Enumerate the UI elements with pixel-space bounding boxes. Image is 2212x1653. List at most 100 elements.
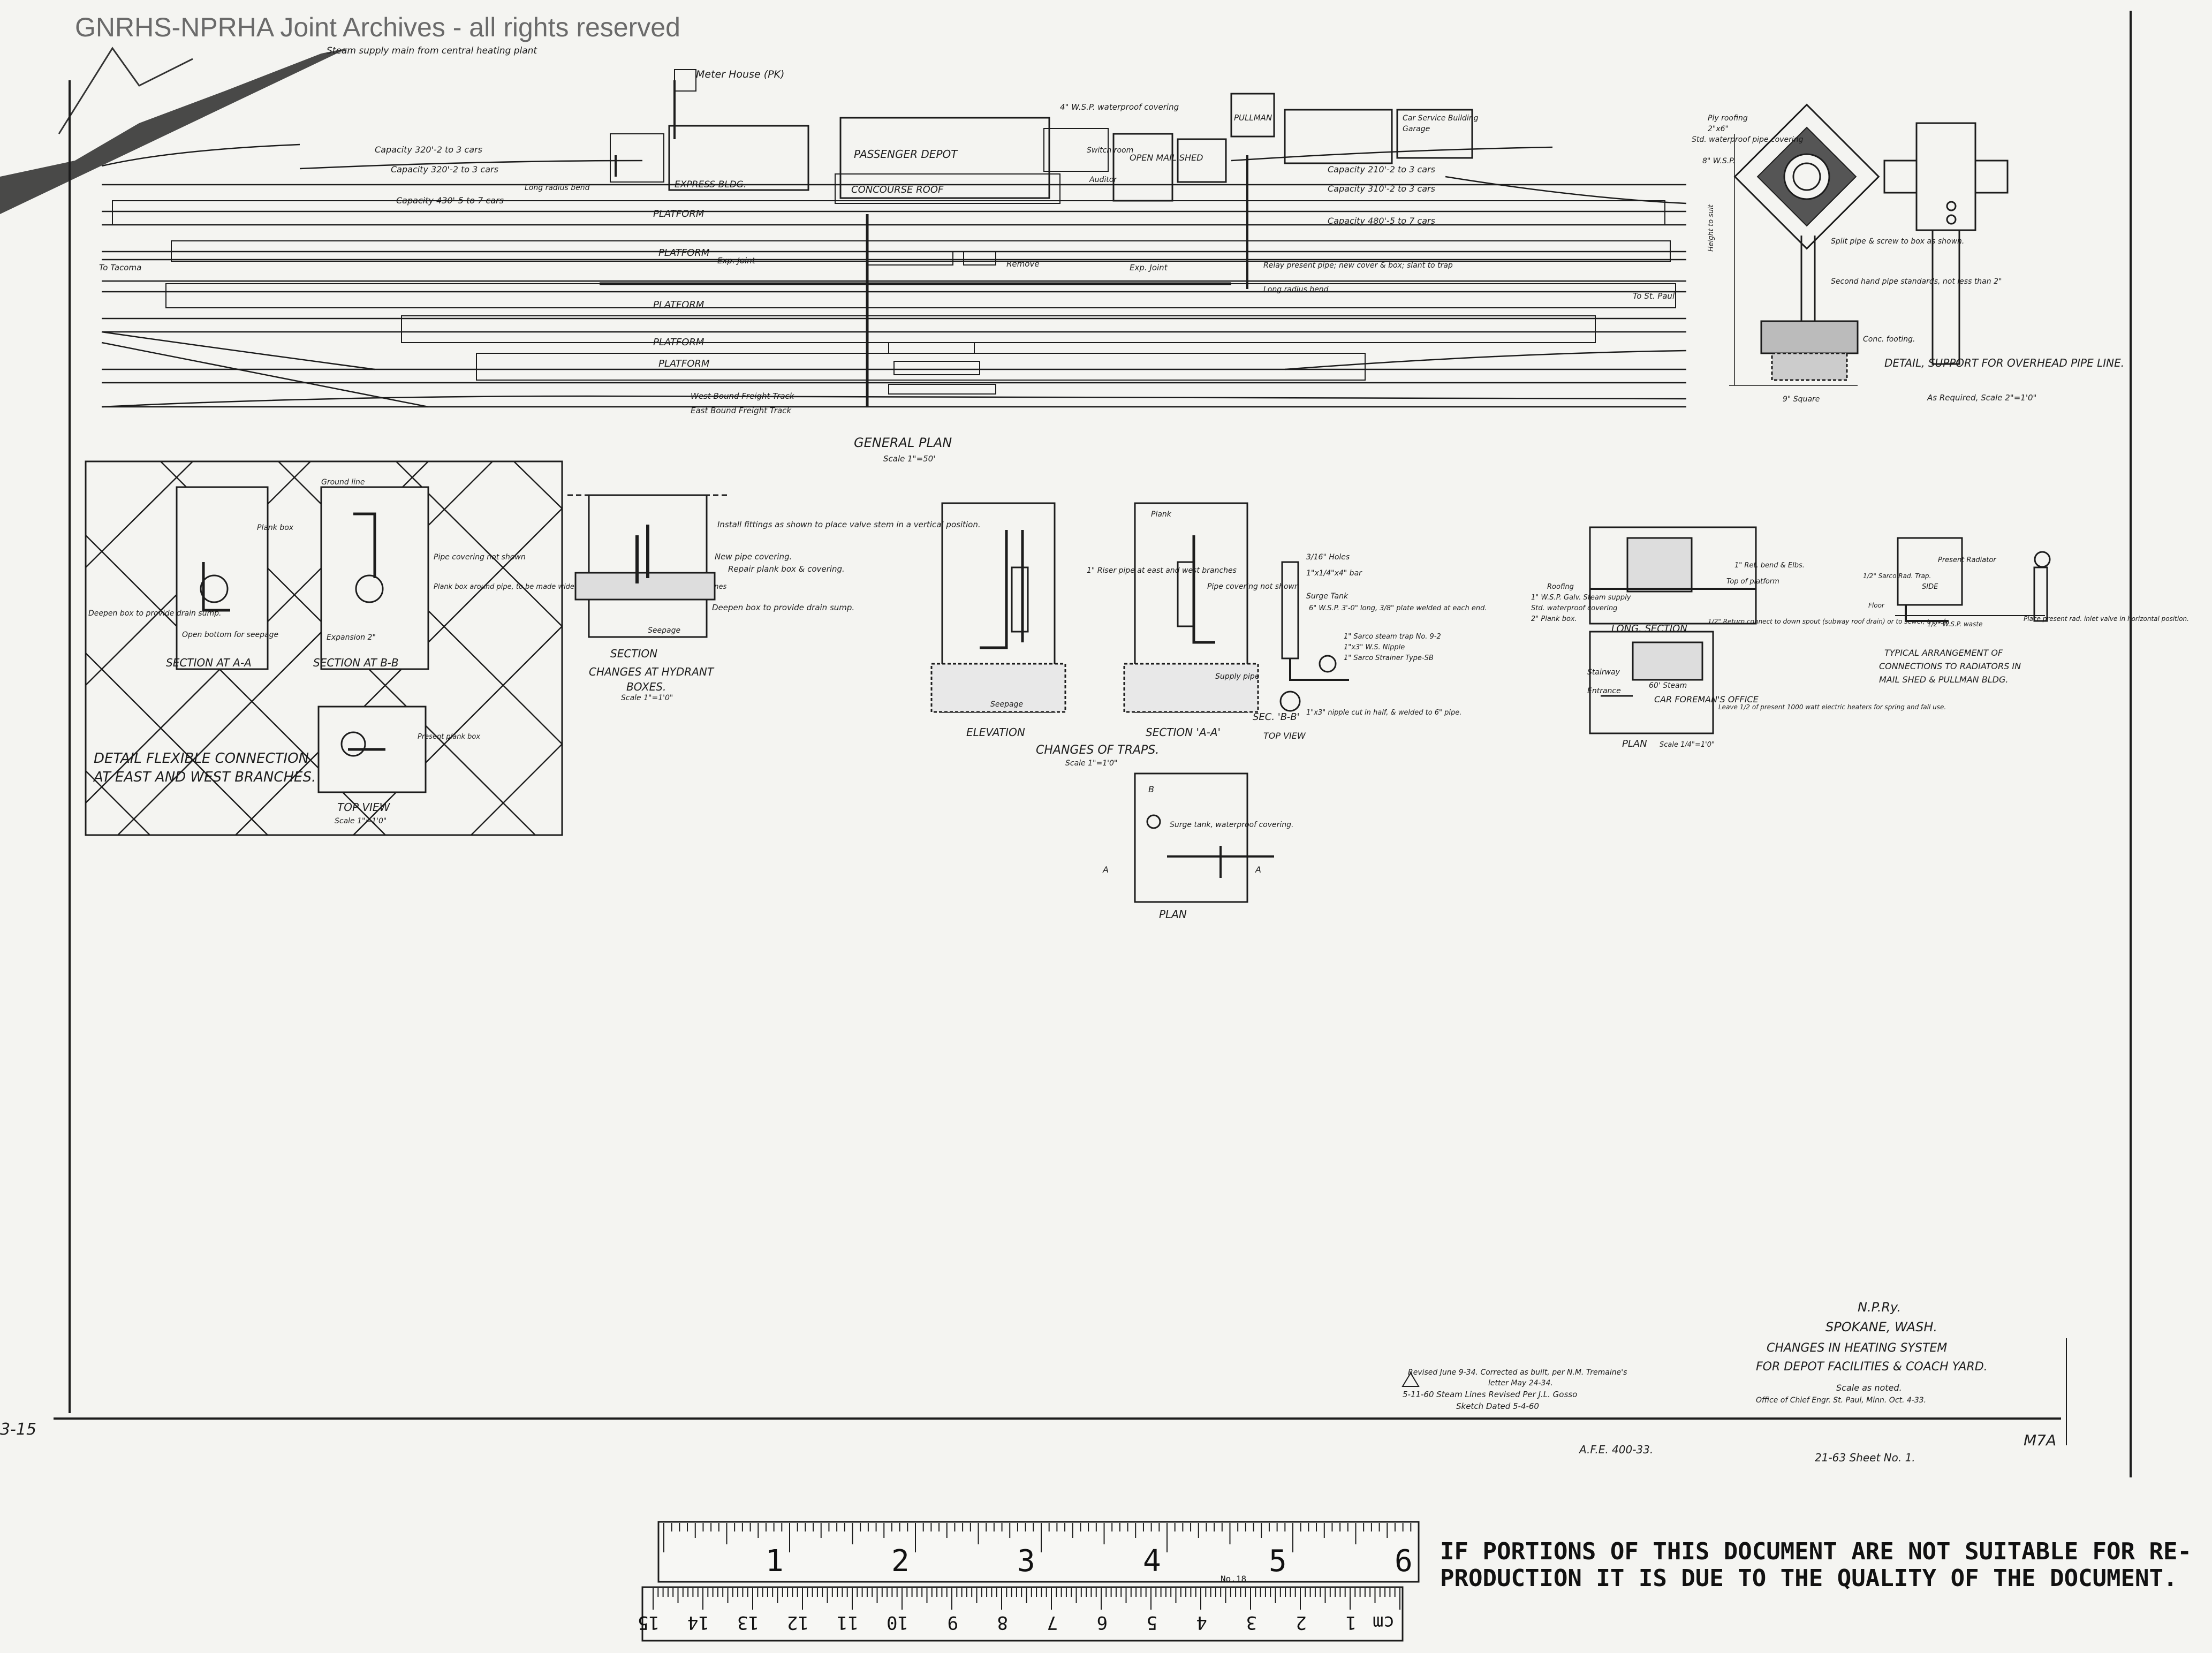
svg-text:60' Steam: 60' Steam <box>1649 681 1687 690</box>
svg-text:Scale 1"=1'0": Scale 1"=1'0" <box>335 817 387 825</box>
svg-text:1/2" Return connect to down sp: 1/2" Return connect to down spout (subwa… <box>1708 618 1950 625</box>
svg-text:Present plank box: Present plank box <box>418 733 480 741</box>
svg-text:Scale 1"=1'0": Scale 1"=1'0" <box>1065 759 1117 768</box>
detail-support-labels: Ply roofing 2"x6" Std. waterproof pipe c… <box>1692 114 2124 404</box>
svg-text:1" Riser pipe at east and west: 1" Riser pipe at east and west branches <box>1087 566 1237 575</box>
svg-text:SECTION 'A-A': SECTION 'A-A' <box>1146 726 1221 739</box>
svg-text:Surge tank, waterproof coverin: Surge tank, waterproof covering. <box>1170 821 1293 829</box>
svg-text:CHANGES AT HYDRANT: CHANGES AT HYDRANT <box>589 665 715 678</box>
svg-text:Capacity 210'-2 to 3 cars: Capacity 210'-2 to 3 cars <box>1328 164 1435 175</box>
svg-text:1"x3" nipple cut in half, & we: 1"x3" nipple cut in half, & welded to 6"… <box>1306 709 1461 717</box>
svg-text:1/2" W.S.P. waste: 1/2" W.S.P. waste <box>1927 620 1983 628</box>
svg-text:SECTION AT A-A: SECTION AT A-A <box>166 656 252 669</box>
svg-text:PLATFORM: PLATFORM <box>658 247 710 259</box>
svg-text:Office of Chief Engr. St. Paul: Office of Chief Engr. St. Paul, Minn. Oc… <box>1756 1396 1926 1405</box>
svg-text:Place present rad. inlet valve: Place present rad. inlet valve in horizo… <box>2024 615 2189 623</box>
svg-text:Switch room: Switch room <box>1087 146 1133 155</box>
svg-text:Capacity 320'-2 to 3 cars: Capacity 320'-2 to 3 cars <box>375 145 482 155</box>
svg-text:Open bottom for seepage: Open bottom for seepage <box>182 631 278 639</box>
svg-text:letter May 24-34.: letter May 24-34. <box>1488 1379 1553 1387</box>
cm-label: 2 <box>1296 1612 1307 1633</box>
svg-text:CAR FOREMAN'S OFFICE: CAR FOREMAN'S OFFICE <box>1654 694 1759 704</box>
sheet-border <box>54 11 2132 1477</box>
svg-text:Relay present pipe; new cover: Relay present pipe; new cover & box; sla… <box>1263 261 1453 270</box>
svg-text:Capacity 310'-2 to 3 cars: Capacity 310'-2 to 3 cars <box>1328 184 1435 194</box>
svg-text:M7A: M7A <box>2024 1431 2056 1449</box>
svg-text:Capacity 480'-5 to 7 cars: Capacity 480'-5 to 7 cars <box>1328 216 1435 226</box>
svg-text:MAIL SHED & PULLMAN BLDG.: MAIL SHED & PULLMAN BLDG. <box>1879 674 2008 685</box>
svg-text:Present Radiator: Present Radiator <box>1938 556 1997 564</box>
reproduction-notice: IF PORTIONS OF THIS DOCUMENT ARE NOT SUI… <box>1440 1538 2192 1592</box>
revision-triangle <box>1402 1372 1420 1387</box>
cm-label: 5 <box>1147 1612 1157 1633</box>
svg-text:TOP VIEW: TOP VIEW <box>337 801 391 814</box>
svg-text:Revised June 9-34. Corrected a: Revised June 9-34. Corrected as built, p… <box>1408 1368 1627 1377</box>
svg-text:Ground line: Ground line <box>321 478 365 487</box>
torn-corner <box>0 47 348 214</box>
svg-text:Meter House (PK): Meter House (PK) <box>696 69 784 80</box>
svg-text:PRODUCTION IT IS DUE TO THE QU: PRODUCTION IT IS DUE TO THE QUALITY OF T… <box>1440 1565 2178 1592</box>
svg-text:3/16" Holes: 3/16" Holes <box>1306 553 1350 562</box>
svg-text:Conc. footing.: Conc. footing. <box>1863 335 1915 344</box>
svg-text:Entrance: Entrance <box>1587 687 1621 695</box>
svg-text:DETAIL, SUPPORT FOR OVERHEAD P: DETAIL, SUPPORT FOR OVERHEAD PIPE LINE. <box>1884 357 2124 369</box>
svg-text:6" W.S.P. 3'-0" long, 3/8" pla: 6" W.S.P. 3'-0" long, 3/8" plate welded … <box>1309 604 1487 612</box>
svg-text:4" W.S.P. waterproof covering: 4" W.S.P. waterproof covering <box>1060 102 1179 112</box>
detail-support-overhead-pipe <box>1729 103 2009 386</box>
radiator-arrangement <box>1895 537 2051 622</box>
svg-text:Floor: Floor <box>1868 602 1885 609</box>
svg-text:CHANGES IN HEATING SYSTEM: CHANGES IN HEATING SYSTEM <box>1767 1341 1947 1355</box>
svg-text:CONNECTIONS TO RADIATORS IN: CONNECTIONS TO RADIATORS IN <box>1879 661 2021 671</box>
detail-flexible-connection <box>85 460 563 836</box>
svg-text:DETAIL FLEXIBLE CONNECTION: DETAIL FLEXIBLE CONNECTION <box>94 750 309 767</box>
svg-text:Top of platform: Top of platform <box>1726 578 1779 586</box>
hydrant-section <box>567 494 728 638</box>
svg-text:CHANGES OF TRAPS.: CHANGES OF TRAPS. <box>1036 744 1159 757</box>
svg-text:2" Plank box.: 2" Plank box. <box>1531 615 1577 623</box>
cm-label: 11 <box>837 1612 859 1633</box>
svg-text:LONG. SECTION: LONG. SECTION <box>1611 623 1687 634</box>
svg-text:SPOKANE, WASH.: SPOKANE, WASH. <box>1825 1320 1937 1334</box>
svg-text:Long radius bend: Long radius bend <box>1263 285 1329 294</box>
cm-label: 4 <box>1196 1612 1207 1633</box>
svg-text:Deepen box to provide drain su: Deepen box to provide drain sump. <box>88 609 221 618</box>
svg-text:SEC. 'B-B': SEC. 'B-B' <box>1253 711 1300 723</box>
svg-text:Supply pipe: Supply pipe <box>1215 672 1259 681</box>
svg-text:Remove: Remove <box>1006 259 1040 269</box>
svg-text:21-63 Sheet No. 1.: 21-63 Sheet No. 1. <box>1815 1451 1915 1464</box>
cm-label: 14 <box>687 1612 709 1633</box>
svg-text:PLATFORM: PLATFORM <box>653 299 704 310</box>
svg-text:ELEVATION: ELEVATION <box>966 726 1025 739</box>
cm-label: 15 <box>638 1612 660 1633</box>
svg-text:A.F.E. 400-33.: A.F.E. 400-33. <box>1578 1443 1653 1456</box>
svg-text:Ply roofing: Ply roofing <box>1708 114 1748 123</box>
svg-text:1" Ret. bend & Elbs.: 1" Ret. bend & Elbs. <box>1734 562 1805 570</box>
svg-text:1" Sarco Strainer Type-SB: 1" Sarco Strainer Type-SB <box>1344 654 1434 662</box>
svg-text:Car Service Building: Car Service Building <box>1403 114 1479 123</box>
cm-label: 8 <box>997 1612 1008 1633</box>
svg-text:Garage: Garage <box>1403 125 1430 133</box>
svg-text:TOP VIEW: TOP VIEW <box>1263 731 1306 741</box>
svg-text:Capacity 430'-5 to 7 cars: Capacity 430'-5 to 7 cars <box>396 195 504 206</box>
svg-text:PLAN: PLAN <box>1622 738 1647 749</box>
cm-label: 10 <box>887 1612 908 1633</box>
svg-text:1" Sarco steam trap No. 9-2: 1" Sarco steam trap No. 9-2 <box>1344 633 1441 641</box>
svg-text:A: A <box>1102 865 1109 875</box>
changes-of-traps <box>930 502 1349 903</box>
svg-text:Pipe covering not shown: Pipe covering not shown <box>1207 582 1299 591</box>
svg-text:OPEN MAIL SHED: OPEN MAIL SHED <box>1130 153 1203 163</box>
svg-text:FOR DEPOT FACILITIES & COACH Y: FOR DEPOT FACILITIES & COACH YARD. <box>1756 1360 1988 1374</box>
inch-4: 4 <box>1143 1544 1161 1579</box>
svg-text:Install fittings as shown to p: Install fittings as shown to place valve… <box>717 520 981 529</box>
svg-text:Capacity 320'-2 to 3 cars: Capacity 320'-2 to 3 cars <box>391 164 498 175</box>
general-plan <box>101 69 1687 408</box>
svg-text:A: A <box>1255 865 1261 875</box>
archive-watermark: GNRHS-NPRHA Joint Archives - all rights … <box>75 12 680 42</box>
svg-text:Surge Tank: Surge Tank <box>1306 592 1349 601</box>
svg-text:SECTION: SECTION <box>610 647 657 660</box>
svg-text:1"x1/4"x4" bar: 1"x1/4"x4" bar <box>1306 569 1362 578</box>
svg-text:To Tacoma: To Tacoma <box>99 263 141 272</box>
cm-label: 12 <box>787 1612 809 1633</box>
svg-text:GENERAL PLAN: GENERAL PLAN <box>854 435 952 450</box>
svg-text:East Bound Freight Track: East Bound Freight Track <box>691 406 792 415</box>
